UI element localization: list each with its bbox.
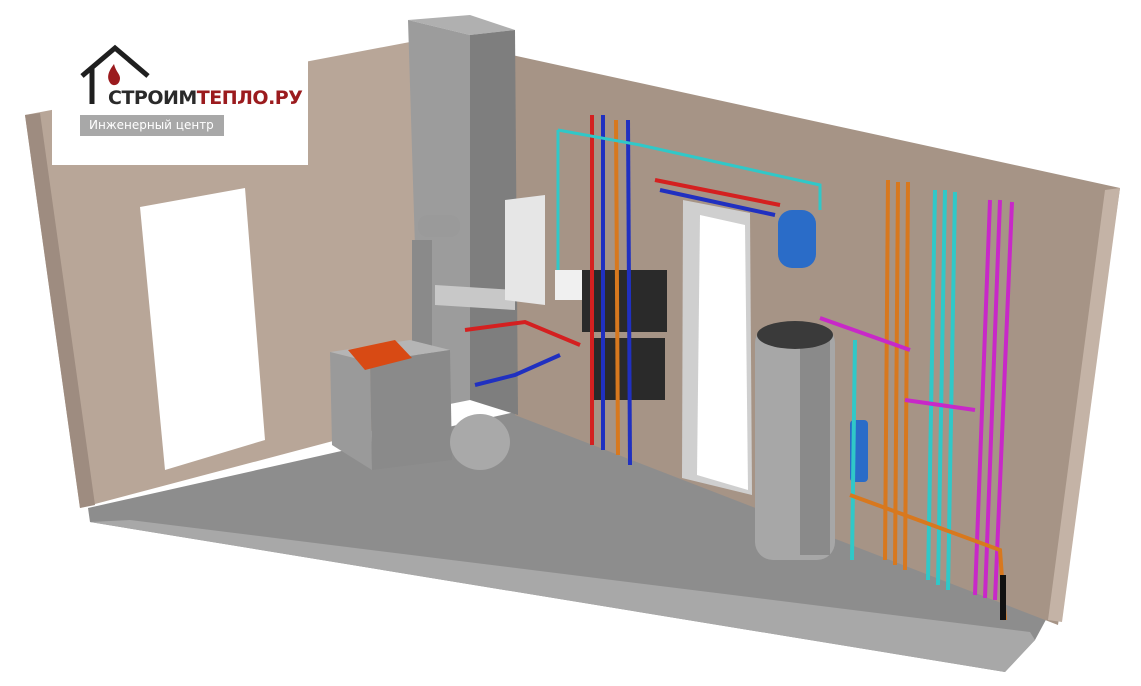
distributor-upper <box>582 270 667 332</box>
flue-elbow <box>418 215 460 237</box>
right-doorway <box>697 215 748 490</box>
house-flame-icon <box>80 44 150 104</box>
flue-pipe <box>412 240 432 355</box>
chimney-shelf <box>435 285 515 310</box>
boiler-front <box>330 352 372 470</box>
left-wall-edge <box>25 113 95 508</box>
left-doorway <box>140 188 265 470</box>
water-heater-top <box>757 321 833 349</box>
floor-edge <box>90 520 1035 672</box>
brand-part1: СТРОИМ <box>108 87 197 109</box>
blue-expansion-tank <box>778 210 816 268</box>
water-heater-shade <box>800 335 830 555</box>
expansion-tank <box>450 414 510 470</box>
pipe-network <box>464 115 1014 621</box>
control-cabinet <box>505 195 545 305</box>
tagline: Инженерный центр <box>80 115 224 136</box>
brand-part2: ТЕПЛО.РУ <box>196 87 303 109</box>
boiler-burner <box>348 340 412 370</box>
right-wall-edge <box>1048 188 1120 622</box>
chimney-top <box>408 15 515 35</box>
boiler-side <box>370 350 452 470</box>
company-logo: СТРОИМТЕПЛО.РУ Инженерный центр <box>52 30 308 165</box>
brand-name: СТРОИМТЕПЛО.РУ <box>108 87 303 109</box>
chimney-side <box>470 30 518 415</box>
controller <box>555 270 583 300</box>
